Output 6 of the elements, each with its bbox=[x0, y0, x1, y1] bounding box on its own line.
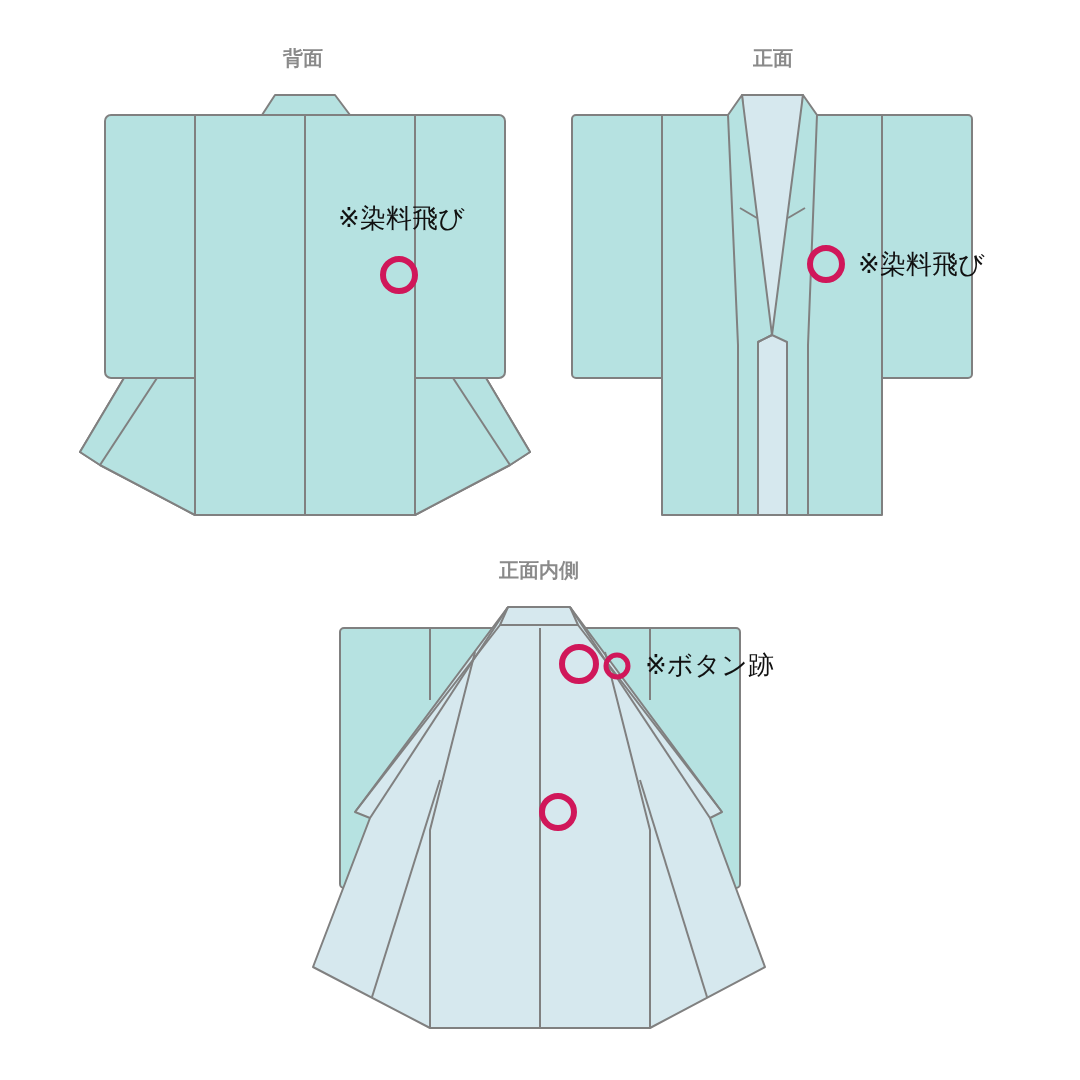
view-title: 背面 bbox=[283, 48, 323, 68]
note-text: ※染料飛び bbox=[338, 205, 465, 231]
view-title: 正面 bbox=[753, 48, 793, 68]
note-text: ※ボタン跡 bbox=[645, 652, 774, 678]
note-text: ※染料飛び bbox=[858, 251, 985, 277]
view-title: 正面内側 bbox=[499, 560, 579, 580]
